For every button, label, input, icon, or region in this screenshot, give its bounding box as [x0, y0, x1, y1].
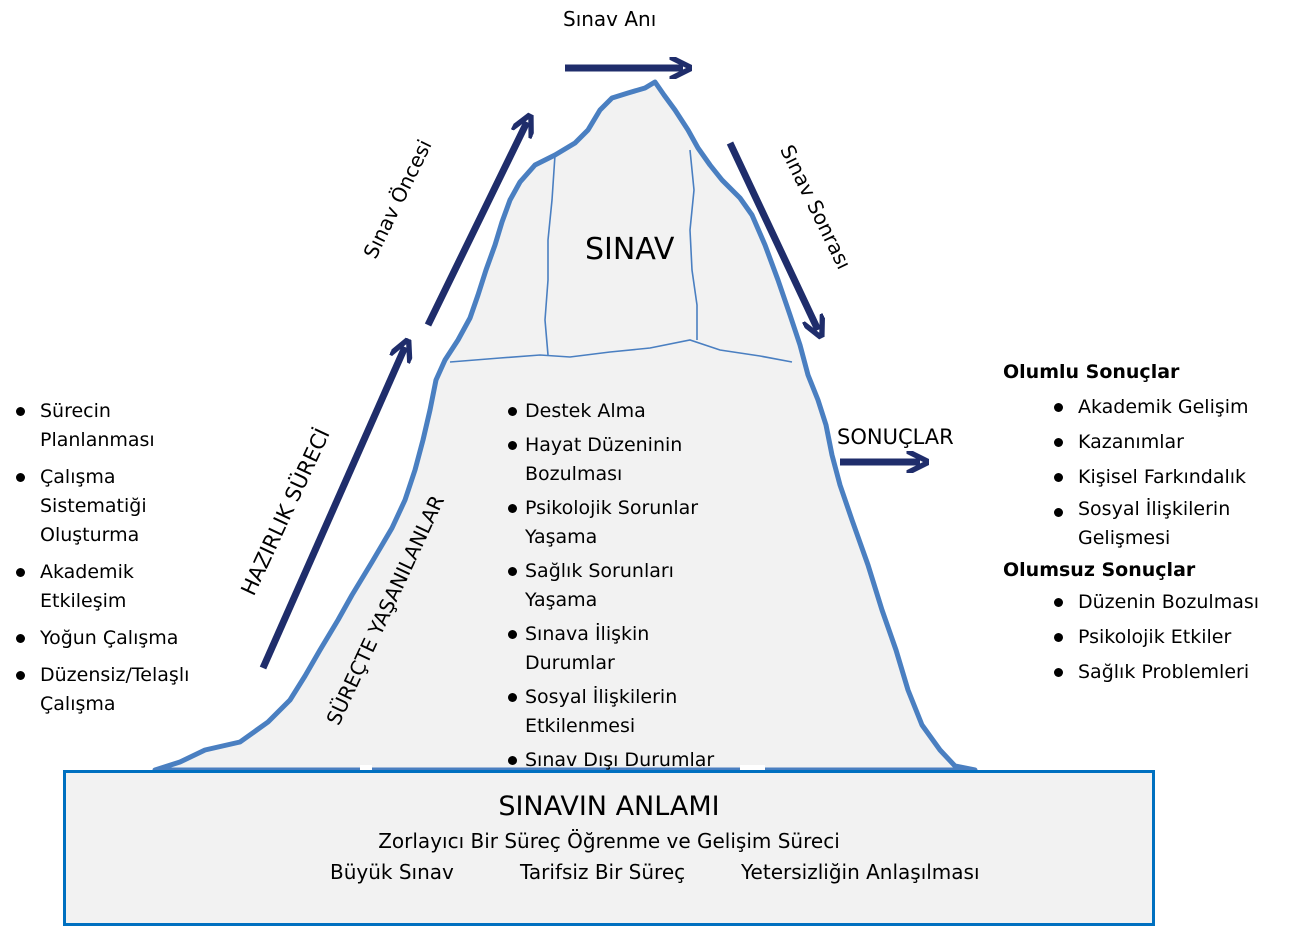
arrow-before	[424, 122, 527, 327]
meaning-box: SINAVIN ANLAMI Zorlayıcı Bir Süreç Öğren…	[63, 770, 1155, 926]
list-item: Sosyal İlişkilerin Gelişmesi	[1052, 495, 1268, 553]
list-item: Destek Alma	[507, 397, 737, 426]
sinav-ani-label: Sınav Anı	[563, 7, 657, 31]
list-item: Psikolojik Etkiler	[1052, 620, 1292, 655]
arrow-after	[726, 141, 818, 330]
list-item: Sosyal İlişkilerin Etkilenmesi	[507, 683, 715, 741]
list-item: Hayat Düzeninin Bozulması	[507, 431, 715, 489]
list-item: Akademik Gelişim	[1052, 390, 1282, 425]
list-item: Kişisel Farkındalık	[1052, 460, 1282, 495]
sonuclar-label: SONUÇLAR	[837, 425, 954, 449]
list-item: Yoğun Çalışma	[14, 624, 204, 653]
experienced-list: Destek Alma Hayat Düzeninin Bozulması Ps…	[507, 397, 737, 773]
list-item: Düzenin Bozulması	[1052, 585, 1292, 620]
list-item: Düzensiz/Telaşlı Çalışma	[14, 661, 210, 719]
list-item: Sağlık Sorunları Yaşama	[507, 557, 725, 615]
meaning-title: SINAVIN ANLAMI	[498, 791, 720, 822]
positive-title: Olumlu Sonuçlar	[1003, 361, 1180, 383]
arrow-preparation	[259, 347, 405, 670]
negative-title: Olumsuz Sonuçlar	[1003, 559, 1196, 581]
meaning-item-3: Yetersizliğin Anlaşılması	[741, 860, 980, 884]
positive-list: Akademik Gelişim Kazanımlar Kişisel Fark…	[1052, 390, 1282, 553]
meaning-line-1: Zorlayıcı Bir Süreç Öğrenme ve Gelişim S…	[378, 829, 840, 853]
meaning-item-2: Tarifsiz Bir Süreç	[520, 860, 686, 884]
list-item: Kazanımlar	[1052, 425, 1282, 460]
preparation-list: Sürecin Planlanması Çalışma Sistematiği …	[14, 397, 204, 719]
list-item: Sürecin Planlanması	[14, 397, 204, 455]
list-item: Akademik Etkileşim	[14, 558, 160, 616]
list-item: Sınava İlişkin Durumlar	[507, 620, 695, 678]
crack-lines	[449, 149, 793, 363]
list-item: Psikolojik Sorunlar Yaşama	[507, 494, 737, 552]
meaning-item-1: Büyük Sınav	[330, 860, 454, 884]
list-item: Sınav Dışı Durumlar	[507, 746, 737, 773]
iceberg-shape	[152, 79, 978, 773]
peak-label: SINAV	[585, 232, 675, 267]
list-item: Çalışma Sistematiği Oluşturma	[14, 463, 150, 550]
list-item: Sağlık Problemleri	[1052, 655, 1292, 690]
negative-list: Düzenin Bozulması Psikolojik Etkiler Sağ…	[1052, 585, 1292, 690]
